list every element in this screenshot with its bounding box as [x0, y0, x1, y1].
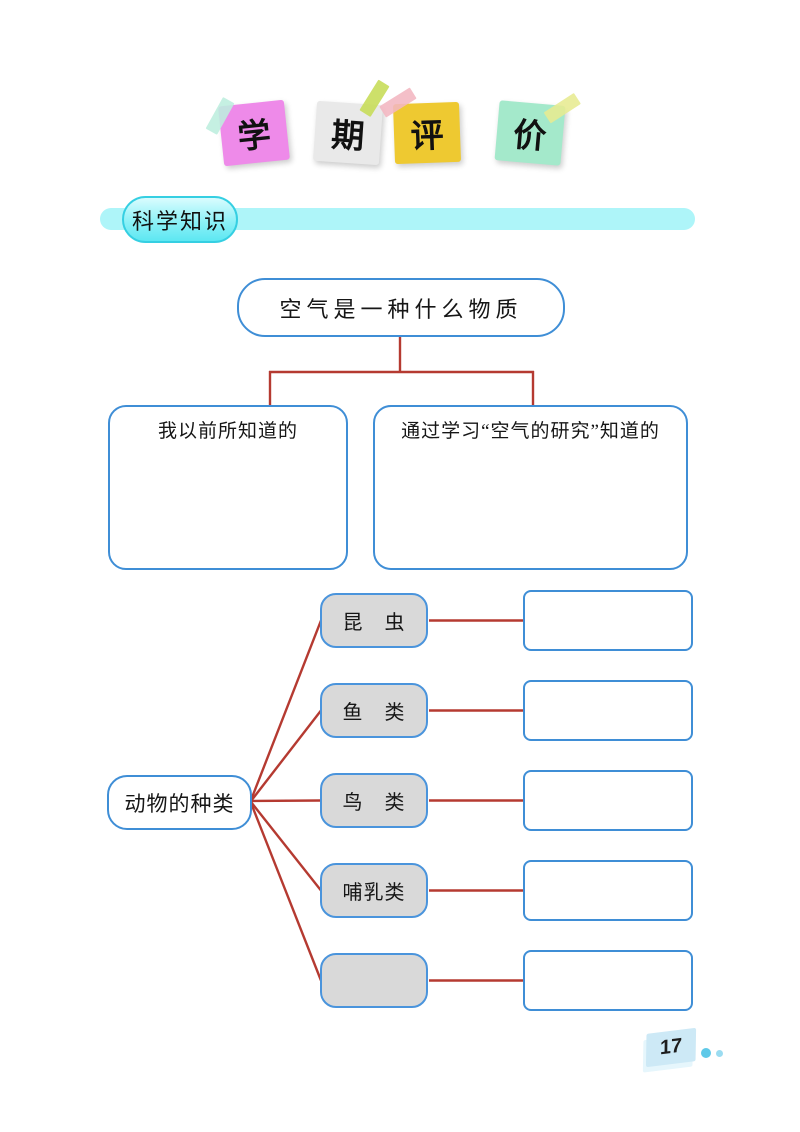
- animal-branch-birds: 鸟 类: [320, 773, 428, 828]
- page-number: 17: [659, 1034, 683, 1060]
- sticky-note-jia: 价: [494, 92, 581, 166]
- answer-box-blank[interactable]: [523, 950, 693, 1011]
- footer-dot-icon: [716, 1050, 723, 1057]
- tape-icon: [205, 97, 235, 135]
- footer-dot-icon: [701, 1048, 711, 1058]
- animal-branch-fish: 鱼 类: [320, 683, 428, 738]
- section-banner-bar: [100, 208, 695, 230]
- animal-branch-insects: 昆 虫: [320, 593, 428, 648]
- animal-hub-label: 动物的种类: [124, 791, 235, 816]
- air-root-box: 空气是一种什么物质: [237, 278, 565, 337]
- branch-label: 鱼 类: [342, 702, 406, 724]
- sticky-note-ping: 评: [379, 87, 462, 165]
- air-answer-box-before[interactable]: 我以前所知道的: [108, 405, 348, 570]
- answer-box-fish[interactable]: [523, 680, 693, 741]
- air-answer-box-learned[interactable]: 通过学习“空气的研究”知道的: [373, 405, 688, 570]
- page-number-book-icon: 17: [642, 1027, 697, 1073]
- tape-icon: [543, 92, 581, 124]
- sticky-note-xue: 学: [205, 97, 290, 167]
- air-root-label: 空气是一种什么物质: [279, 296, 523, 322]
- header-char: 学: [236, 117, 273, 157]
- section-title-pill: 科学知识: [122, 196, 238, 243]
- animal-branch-blank[interactable]: [320, 953, 428, 1008]
- animal-branch-mammals: 哺乳类: [320, 863, 428, 918]
- answer-box-mammals[interactable]: [523, 860, 693, 921]
- header-char: 期: [330, 117, 366, 157]
- animal-hub-box: 动物的种类: [107, 775, 252, 830]
- air-right-label: 通过学习“空气的研究”知道的: [401, 421, 660, 442]
- branch-label: 昆 虫: [342, 612, 406, 634]
- answer-box-insects[interactable]: [523, 590, 693, 651]
- answer-box-birds[interactable]: [523, 770, 693, 831]
- header-char: 评: [410, 118, 445, 156]
- air-left-label: 我以前所知道的: [157, 421, 298, 442]
- branch-label: 鸟 类: [342, 792, 406, 814]
- section-title: 科学知识: [131, 208, 228, 234]
- header-char: 价: [511, 117, 548, 157]
- sticky-note-qi: 期: [312, 79, 390, 166]
- branch-label: 哺乳类: [342, 882, 406, 904]
